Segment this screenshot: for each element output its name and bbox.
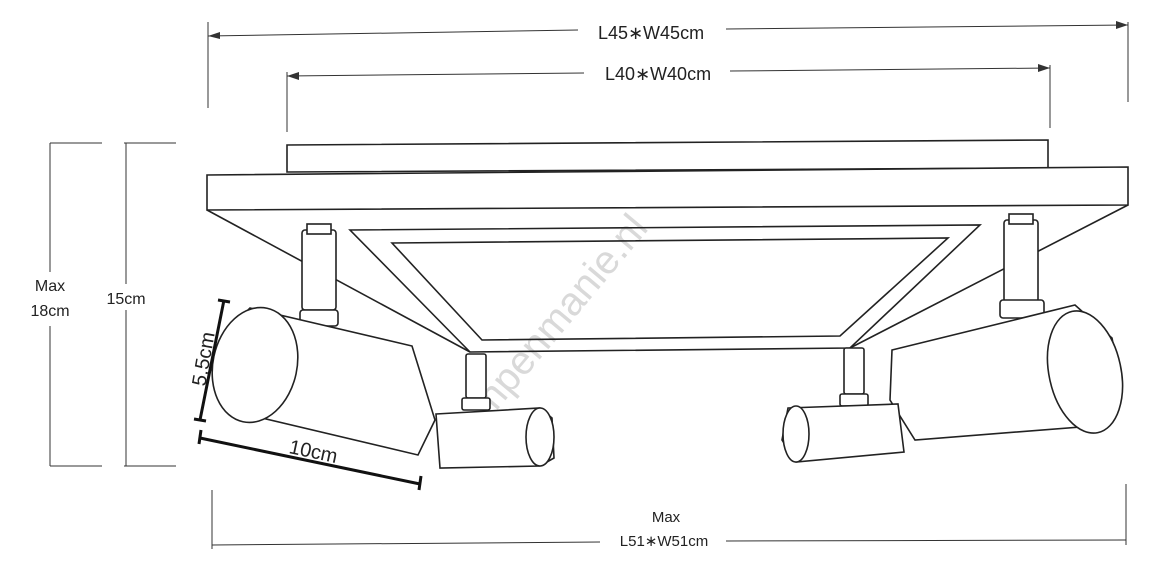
inner-arrow-right [1038,64,1050,72]
height-value: 15cm [106,291,145,308]
spot-front-left-face [525,407,555,467]
spot-back-left-arm [301,229,337,311]
inner-dim-line-left [286,72,585,77]
spotlight-back-right [889,213,1124,441]
spot-back-right-arm [1003,219,1039,303]
plate-underside-frame [348,224,983,353]
max-height-word: Max [35,278,65,295]
outer-dim-line-right [725,24,1129,30]
plate-main-layer [206,166,1129,211]
plate-underside-recess [390,237,951,341]
spot-back-right-face [1046,310,1124,434]
inner-dim-line-right [729,67,1051,72]
spotlight-back-left [211,223,436,456]
max-height-dimension: Max 18cm [30,142,102,467]
ceiling-plate [206,139,1129,353]
spot-length-label: 10cm [287,436,339,468]
spot-diameter-tick-bottom [193,417,207,423]
spot-diameter-line [198,299,226,421]
inner-plate-label: L40∗W40cm [605,64,711,84]
outer-plate-label: L45∗W45cm [598,23,704,43]
max-span-word: Max [652,509,681,526]
spotlight-front-right [781,347,905,463]
span-dim-line-right [725,539,1127,542]
outer-arrow-right [1116,21,1128,29]
spot-back-left-cap [306,223,332,235]
spot-front-right-arm [843,347,865,395]
spot-front-right-joint [839,393,869,407]
plate-bevel-left [206,209,471,353]
spotlight-front-left [435,353,555,469]
spot-diameter-tick-top [217,298,231,304]
spot-length-tick-left [197,429,203,445]
plate-top-layer [286,139,1049,173]
span-dim-line-left [211,541,601,546]
outer-width-dimension: L45∗W45cm [207,21,1129,108]
spot-front-left-joint [461,397,491,411]
spot-front-right-face [782,405,810,463]
max-span-value: L51∗W51cm [620,533,708,550]
plate-bevel-right [849,204,1129,349]
inner-arrow-left [287,72,299,80]
height-dimension: 15cm [106,142,176,467]
outer-dim-line-left [207,29,579,37]
inner-width-dimension: L40∗W40cm [286,64,1051,132]
max-span-dimension: Max L51∗W51cm [211,484,1127,550]
max-height-value: 18cm [30,303,69,320]
spot-length-tick-right [417,475,423,491]
spot-length-line [199,436,421,486]
spot-back-right-cap [1008,213,1034,225]
spot-front-left-arm [465,353,487,399]
outer-arrow-left [208,32,220,39]
